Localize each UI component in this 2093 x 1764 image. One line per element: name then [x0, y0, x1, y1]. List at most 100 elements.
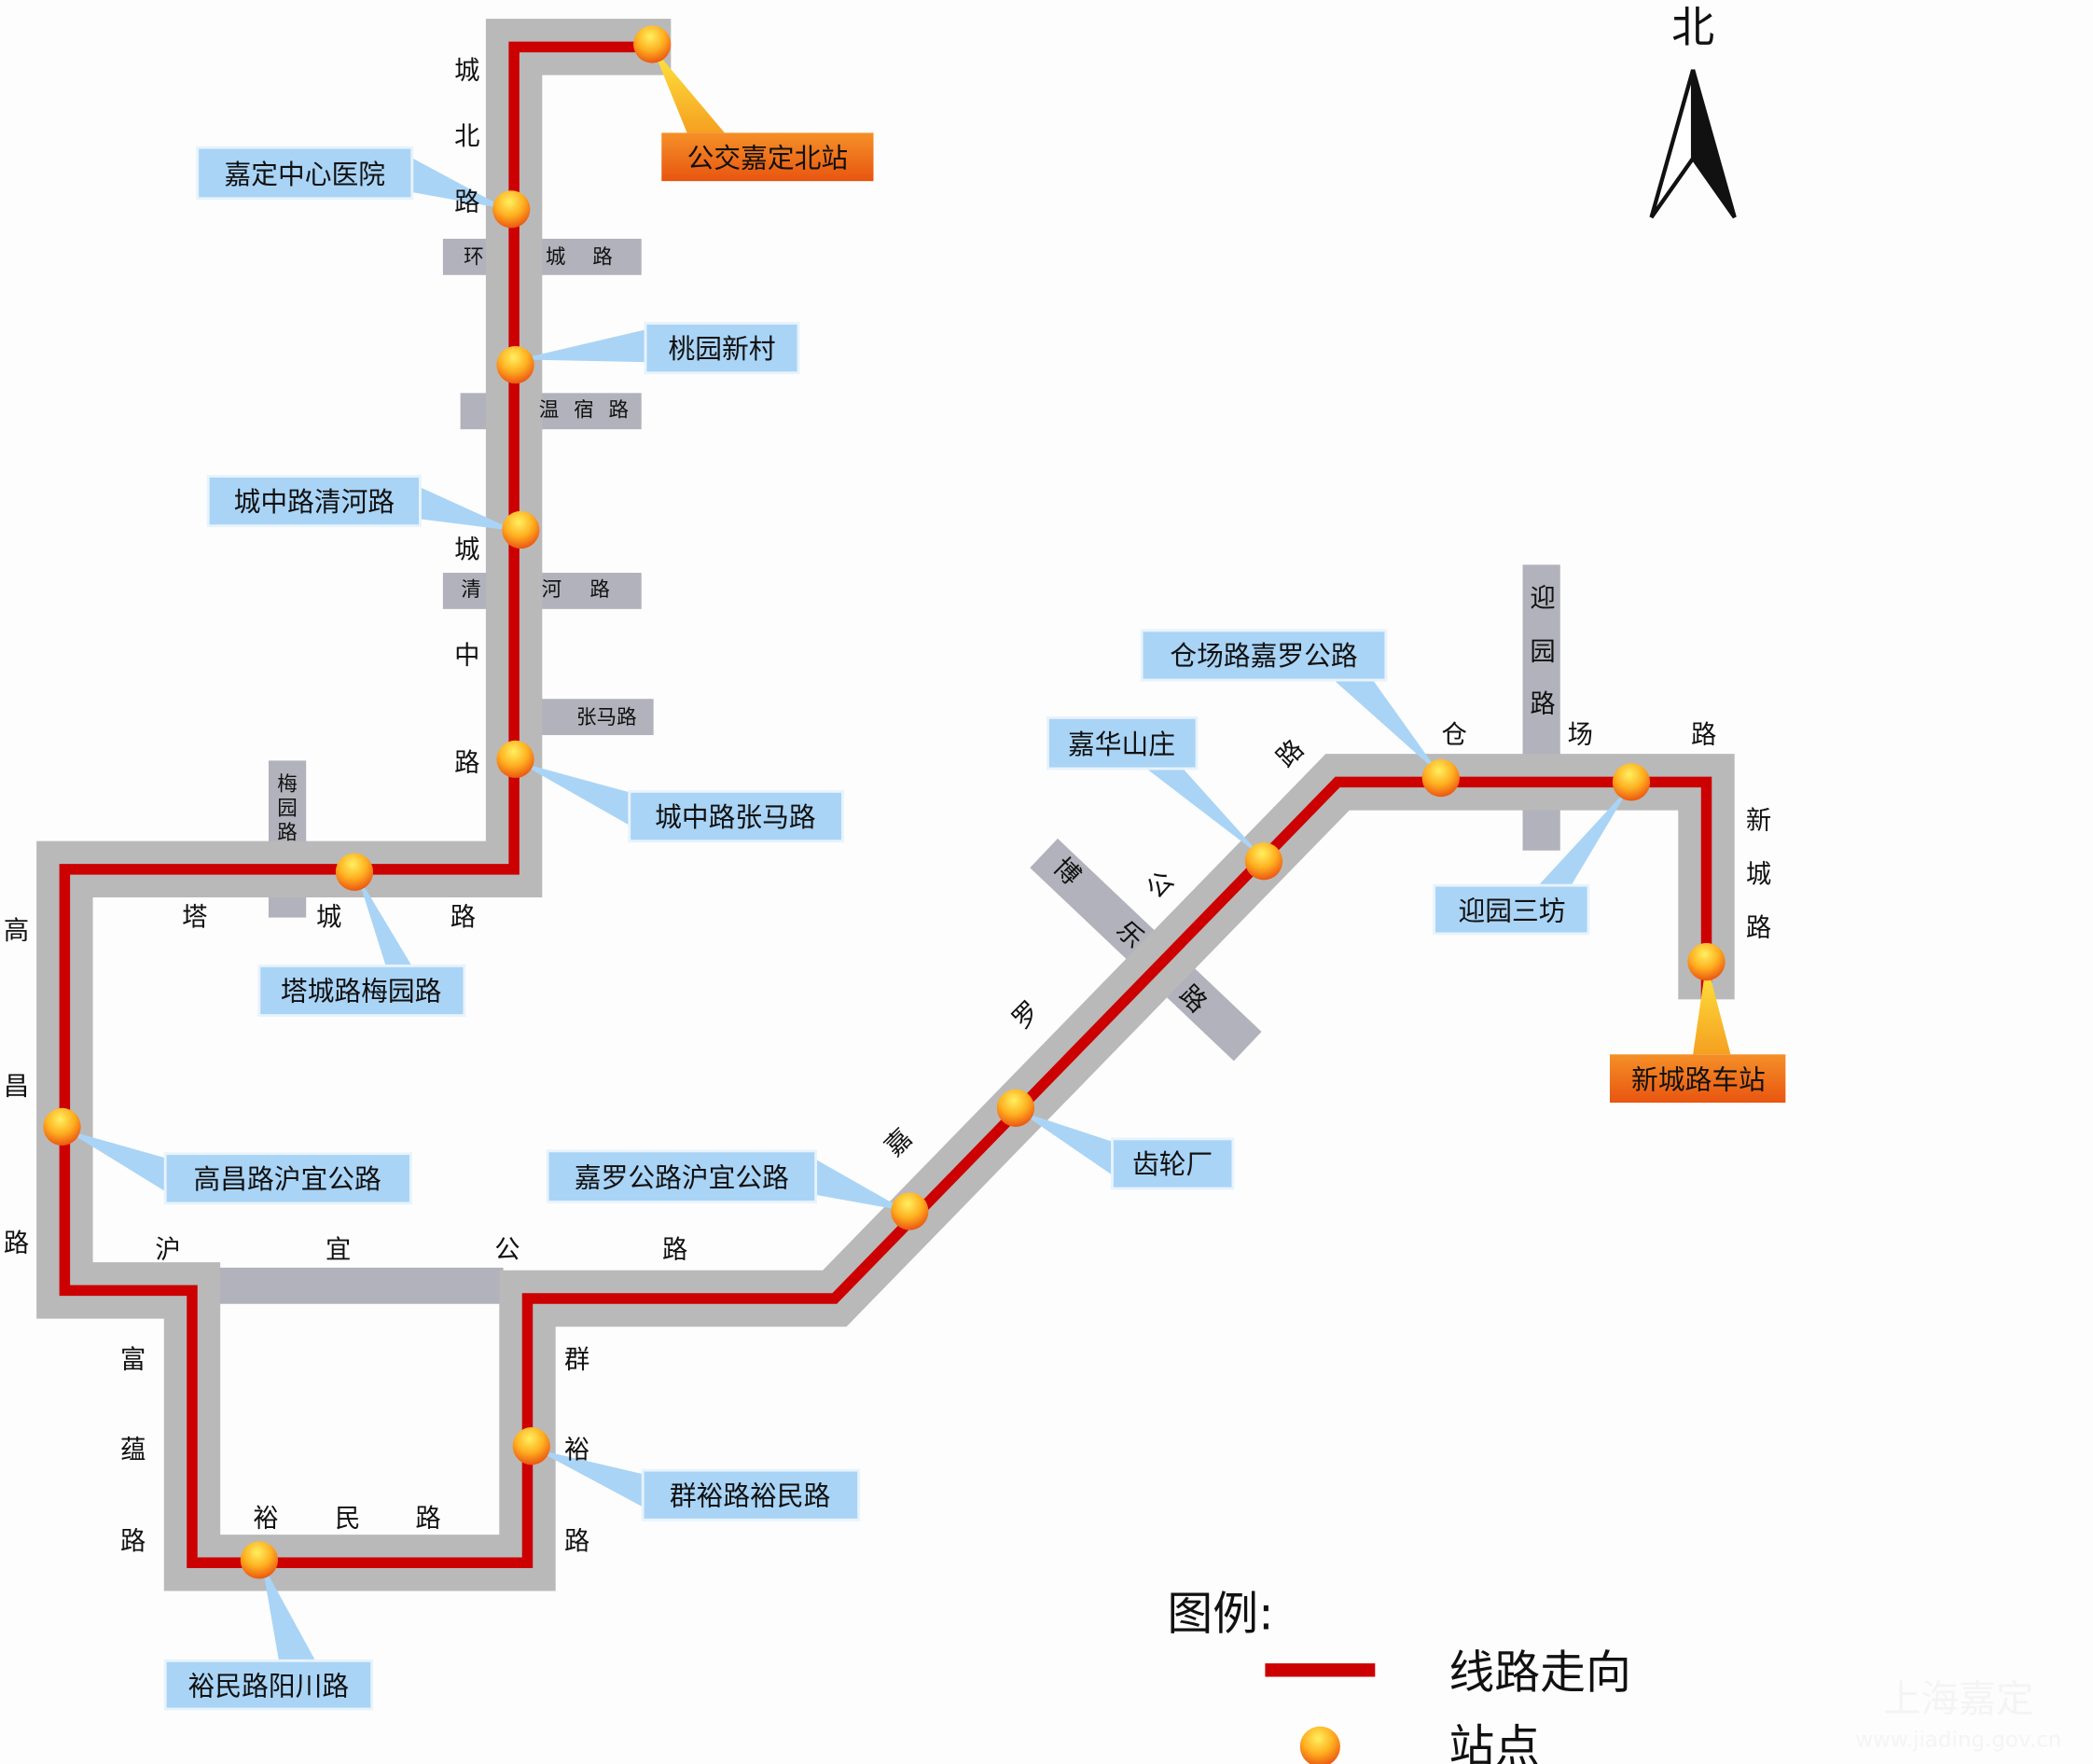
station-marker[interactable] [512, 1427, 550, 1465]
terminal-labels: 公交嘉定北站 新城路车站 [661, 132, 1786, 1104]
road-label: 路 [120, 1527, 146, 1556]
road-label: 温 [539, 399, 560, 423]
road-label: 路 [589, 578, 610, 602]
road-label: 昌 [4, 1072, 29, 1101]
station-marker[interactable] [996, 1089, 1035, 1127]
station-marker[interactable] [1244, 842, 1283, 881]
road-label: 沪 [155, 1236, 180, 1265]
huyi-road-segment [215, 1267, 504, 1304]
road-label: 迎 [1530, 584, 1555, 613]
stop-label[interactable]: 仓场路嘉罗公路 [1170, 640, 1357, 672]
watermark-url: www.jiading.gov.cn [1855, 1728, 2061, 1752]
terminal-box [1609, 1054, 1786, 1104]
station-marker[interactable] [492, 190, 531, 229]
road-label: 路 [1271, 735, 1310, 773]
road-label: 嘉 [880, 1124, 918, 1162]
road-label: 宿 [574, 399, 594, 423]
watermark: 上海嘉定 www.jiading.gov.cn [1855, 1678, 2061, 1752]
road-label: 清 [461, 578, 481, 602]
road-label: 群 [564, 1346, 589, 1375]
stop-label[interactable]: 齿轮厂 [1132, 1148, 1213, 1180]
stop-legend-icon [1299, 1726, 1340, 1764]
stop-label[interactable]: 嘉罗公路沪宜公路 [575, 1162, 789, 1194]
station-marker[interactable] [496, 346, 534, 384]
road-label: 城 [546, 246, 566, 270]
road-label: 民 [335, 1504, 360, 1533]
station-marker[interactable] [240, 1541, 279, 1579]
north-compass: 北 [1649, 2, 1737, 219]
station-marker[interactable] [1421, 758, 1460, 798]
road-label: 城 [1746, 860, 1771, 889]
road-label: 园 [277, 798, 298, 821]
station-marker[interactable] [633, 25, 672, 63]
north-label: 北 [1671, 2, 1714, 52]
road-label: 场 [1568, 721, 1593, 750]
route-line [59, 41, 1712, 1569]
road-label: 路 [662, 1236, 687, 1265]
road-label: 路 [4, 1229, 29, 1258]
watermark-name: 上海嘉定 [1883, 1678, 2033, 1721]
road-label: 城 [454, 57, 479, 86]
zhangma-road [536, 699, 654, 736]
stop-label[interactable]: 嘉华山庄 [1068, 729, 1175, 760]
station-marker[interactable] [502, 510, 540, 549]
road-label: 仓 [1441, 721, 1466, 750]
station-marker[interactable] [1687, 942, 1726, 981]
road-label: 城 [316, 903, 341, 932]
road-label: 路 [454, 749, 479, 778]
stop-label[interactable]: 城中路清河路 [234, 486, 395, 518]
road-label: 高 [4, 916, 29, 945]
road-label: 蕴 [120, 1436, 146, 1465]
road-label: 塔 [182, 903, 207, 932]
route-band [36, 19, 1735, 1591]
road-label: 路 [1530, 689, 1555, 718]
stop-label[interactable]: 塔城路梅园路 [281, 976, 442, 1007]
road-label: 路 [1746, 914, 1771, 943]
stop-label[interactable]: 迎园三坊 [1458, 895, 1565, 926]
stop-label[interactable]: 城中路张马路 [655, 801, 816, 833]
terminal-label-xincheng[interactable]: 新城路车站 [1631, 1064, 1766, 1096]
north-arrow-icon [1649, 69, 1696, 219]
road-label: 裕 [253, 1504, 278, 1533]
road-label: 路 [277, 822, 298, 845]
road-label: 路 [415, 1504, 440, 1533]
station-marker[interactable] [496, 740, 534, 779]
road-label: 富 [120, 1346, 146, 1375]
road-label: 河 [542, 578, 562, 602]
legend-route-label: 线路走向 [1448, 1646, 1631, 1700]
road-label: 北 [454, 122, 479, 151]
callout-pointers [64, 47, 1731, 1664]
road-label: 张马路 [576, 706, 637, 729]
road-label: 裕 [564, 1436, 589, 1465]
terminal-box [661, 132, 874, 182]
stop-labels: 嘉定中心医院 桃园新村 城中路清河路 城中路张马路 塔城路梅园路 高昌路沪宜公路… [163, 146, 1590, 1711]
road-label: 路 [608, 399, 629, 423]
station-marker[interactable] [891, 1192, 929, 1230]
stop-label[interactable]: 群裕路裕民路 [670, 1479, 831, 1511]
road-label: 新 [1746, 807, 1771, 836]
station-marker[interactable] [1612, 763, 1651, 801]
legend-title: 图例: [1167, 1587, 1273, 1640]
stop-label[interactable]: 桃园新村 [668, 333, 775, 365]
road-label: 公 [1142, 866, 1180, 904]
station-marker[interactable] [335, 853, 374, 891]
stop-label[interactable]: 裕民路阳川路 [188, 1671, 349, 1702]
stations [43, 25, 1726, 1579]
road-label: 梅 [277, 773, 298, 797]
stop-label[interactable]: 高昌路沪宜公路 [193, 1163, 381, 1195]
road-label: 公 [494, 1236, 520, 1265]
north-arrow-icon [1690, 69, 1737, 219]
road-label: 宜 [326, 1236, 351, 1265]
road-label: 园 [1530, 637, 1555, 666]
stop-label[interactable]: 嘉定中心医院 [225, 159, 386, 190]
station-marker[interactable] [43, 1107, 81, 1146]
road-label: 环 [464, 246, 484, 270]
legend-stop-label: 站点 [1448, 1720, 1540, 1764]
road-label: 中 [454, 642, 479, 671]
road-label: 路 [592, 246, 613, 270]
terminal-label-north[interactable]: 公交嘉定北站 [687, 143, 848, 174]
road-label: 罗 [1007, 996, 1046, 1035]
road-label: 城 [454, 535, 479, 564]
road-label: 路 [454, 188, 479, 217]
